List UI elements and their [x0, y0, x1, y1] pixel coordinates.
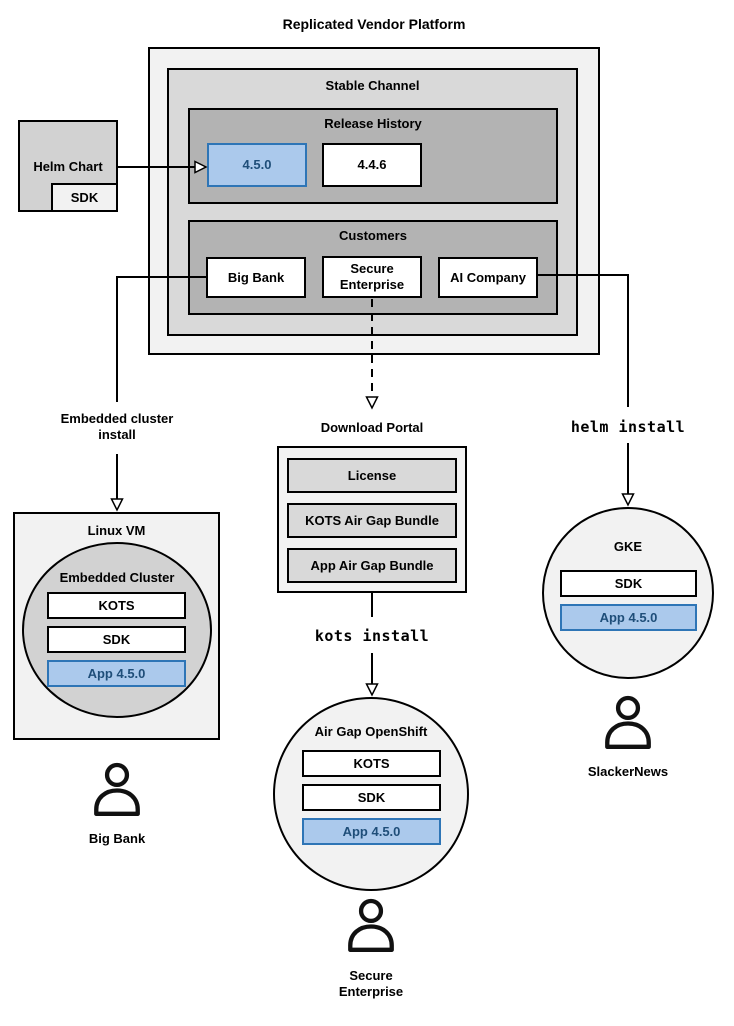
person-icon: [605, 695, 651, 749]
arrowhead-down-icon: [365, 396, 379, 410]
download-portal-label: Download Portal: [320, 420, 424, 435]
release-box-446: 4.4.6: [322, 143, 422, 187]
arrowhead-down-icon: [110, 498, 124, 512]
gke-sdk-box: SDK: [560, 570, 697, 597]
release-history-label: Release History: [324, 116, 422, 131]
portal-app-bundle-box: App Air Gap Bundle: [287, 548, 457, 583]
customer-ai-company-box: AI Company: [438, 257, 538, 298]
linux-vm-label: Linux VM: [87, 523, 146, 538]
big-bank-persona-label: Big Bank: [88, 831, 146, 846]
openshift-app-box: App 4.5.0: [302, 818, 441, 845]
helm-install-label: helm install: [570, 418, 686, 436]
person-icon: [348, 898, 394, 952]
air-gap-openshift-label: Air Gap OpenShift: [314, 724, 428, 739]
arrowhead-down-icon: [365, 683, 379, 697]
openshift-sdk-box: SDK: [302, 784, 441, 811]
embedded-cluster-label: Embedded Cluster: [59, 570, 175, 585]
helm-chart-sdk-box: SDK: [51, 183, 118, 212]
slackernews-persona-label: SlackerNews: [587, 764, 669, 779]
person-icon: [94, 762, 140, 816]
vm-kots-box: KOTS: [47, 592, 186, 619]
customer-secure-enterprise-box: Secure Enterprise: [322, 256, 422, 298]
arrowhead-down-icon: [621, 493, 635, 507]
vm-sdk-box: SDK: [47, 626, 186, 653]
embedded-cluster-install-label: Embedded cluster install: [60, 411, 174, 443]
helm-chart-label: Helm Chart: [33, 159, 103, 174]
customers-label: Customers: [339, 228, 407, 243]
vm-app-box: App 4.5.0: [47, 660, 186, 687]
portal-license-box: License: [287, 458, 457, 493]
release-box-450: 4.5.0: [207, 143, 307, 187]
secure-enterprise-persona: [345, 898, 397, 960]
gke-label: GKE: [613, 539, 643, 554]
secure-enterprise-persona-label: Secure Enterprise: [338, 968, 404, 1000]
openshift-kots-box: KOTS: [302, 750, 441, 777]
big-bank-persona: [91, 762, 143, 824]
gke-app-box: App 4.5.0: [560, 604, 697, 631]
slackernews-persona: [602, 695, 654, 757]
kots-install-label: kots install: [314, 627, 430, 645]
portal-kots-bundle-box: KOTS Air Gap Bundle: [287, 503, 457, 538]
customer-big-bank-box: Big Bank: [206, 257, 306, 298]
stable-channel-label: Stable Channel: [325, 78, 420, 93]
diagram-title: Replicated Vendor Platform: [282, 16, 466, 32]
